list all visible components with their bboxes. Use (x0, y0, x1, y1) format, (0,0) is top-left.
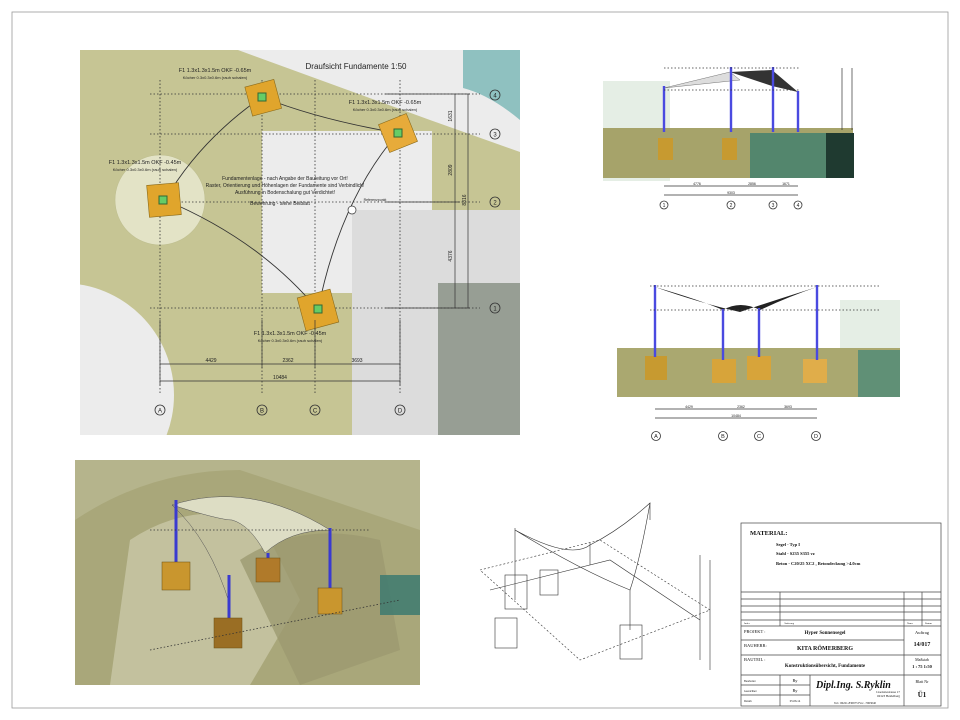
elevation-2: 4429 2362 3693 10484 A B C D (617, 285, 900, 441)
dim-label: 4776 (693, 182, 701, 186)
footing-sublabel: Köcher 0.3x0.3x0.6m (rauh schalen) (113, 167, 178, 172)
axis-label: 3 (493, 133, 497, 139)
projekt-label: PROJEKT : (744, 629, 766, 634)
axis-label: D (398, 409, 403, 415)
bauteil-value: Konstruktionsübersicht, Fundamente (785, 664, 866, 669)
footing (244, 78, 282, 117)
footing-sublabel: Köcher 0.3x0.3x0.6m (rauh schalen) (353, 107, 418, 112)
rev-header: Name (907, 622, 914, 625)
dim-label: 1671 (782, 182, 790, 186)
footing (378, 113, 418, 153)
axis-label: A (158, 409, 162, 415)
axis-label: B (260, 409, 264, 415)
auftrag-label: Auftrag (915, 630, 930, 635)
axis-label: 3 (772, 203, 775, 209)
dim-label: 2856 (748, 182, 756, 186)
bauteil-label: BAUTEIL : (744, 657, 765, 662)
rev-header: Änderung (784, 622, 795, 625)
plan-title: Draufsicht Fundamente 1:50 (306, 62, 407, 71)
wireframe-view (479, 502, 711, 670)
dim-label: 2362 (282, 358, 293, 364)
dim-label: 3693 (351, 358, 362, 364)
bauherr-value: KITA RÖMERBERG (797, 645, 853, 652)
bearbeiter-value: Ry (792, 678, 798, 683)
dim-total: 9303 (727, 191, 735, 195)
plan-note: Raster, Orientierung und Höhenlagen der … (206, 183, 365, 189)
foundation-plan: Draufsicht Fundamente 1:50 F1 1.3x1.3x1.… (80, 50, 520, 435)
dim-total: 10484 (273, 375, 287, 381)
plan-note: Fundamentenlage - nach Angabe der Baulei… (222, 176, 348, 182)
auftrag-value: 14/017 (914, 642, 931, 648)
rev-header: Datum (925, 622, 932, 625)
dim-label: 2809 (448, 164, 454, 175)
footing-label: F1 1.3x1.3x1.5m OKF -0.45m (254, 331, 327, 337)
dim-total: 10484 (731, 414, 741, 418)
perspective-view (75, 460, 420, 685)
material-item: Segel - Typ I (776, 542, 800, 547)
blatt-label: Blatt Nr (916, 679, 930, 684)
blatt-value: Ü1 (918, 691, 927, 699)
datum-value: 05.06.14 (790, 699, 801, 703)
projekt-value: Hyper Sonnensegel (805, 631, 846, 636)
axis-bubbles-x: A B C D (154, 404, 406, 416)
dim-label: 2362 (737, 405, 745, 409)
axis-label: 4 (797, 203, 800, 209)
footing-label: F1 1.3x1.3x1.5m OKF -0.45m (109, 160, 182, 166)
axis-label: 2 (730, 203, 733, 209)
axis-label: 1 (663, 203, 666, 209)
footing (146, 182, 182, 218)
bauherr-label: BAUHERR: (744, 643, 767, 648)
material-heading: MATERIAL: (750, 530, 787, 537)
axis-label: C (757, 434, 761, 440)
dim-label: 4429 (685, 405, 693, 409)
elevation-1: 4776 2856 1671 9303 1 2 3 4 (603, 67, 854, 210)
reference-point-label: Referenzpunkt (364, 198, 387, 202)
axis-bubbles-y: 4 3 2 1 (489, 89, 501, 314)
axis-label: 1 (493, 307, 497, 313)
footing-sublabel: Köcher 0.3x0.3x0.6m (rauh schalen) (258, 338, 323, 343)
massstab-value: 1 : 75 1:50 (912, 664, 933, 669)
axis-label: B (721, 434, 725, 440)
footing (296, 288, 340, 332)
firm-phone: Tel.: 06221-830675 Fax: -7963040 (834, 701, 876, 705)
firm-address: 69123 Heidelberg (877, 694, 900, 698)
axis-label: A (654, 434, 658, 440)
dim-label: 1631 (448, 110, 454, 121)
axis-label: 2 (493, 201, 497, 207)
axis-label: D (814, 434, 818, 440)
rev-header: Index (744, 622, 750, 625)
footing-label: F1 1.3x1.3x1.5m OKF -0.65m (179, 68, 252, 74)
plan-note: Ausführung in Bodenschalung gut Verdicht… (235, 190, 335, 196)
axis-label: 4 (493, 94, 497, 100)
firm-name: Dipl.Ing. S.Ryklin (815, 680, 891, 691)
dim-label: 4429 (205, 358, 216, 364)
dim-label: 8816 (462, 194, 468, 205)
material-item: Beton - C20/25 XC2 , Betondeckung >4.0cm (776, 561, 861, 566)
dim-label: 4376 (448, 250, 454, 261)
datum-label: Datum (744, 700, 752, 703)
bearbeiter-label: Bearbeiter (744, 680, 756, 683)
plan-note: Bewehrung - siehe Beiblatt (250, 201, 310, 207)
material-item: Stahl - S235 S355 vz (776, 551, 815, 556)
title-block: MATERIAL: Segel - Typ I Stahl - S235 S35… (740, 522, 942, 707)
sheet-border (11, 11, 949, 709)
axis-label: C (313, 409, 318, 415)
gezeichnet-value: Ry (792, 688, 798, 693)
gezeichnet-label: Gezeichnet (744, 690, 757, 693)
firm-address: Liselottestrasse 17 (876, 690, 900, 694)
footing-label: F1 1.3x1.3x1.5m OKF -0.65m (349, 100, 422, 106)
dim-label: 3693 (784, 405, 792, 409)
footing-sublabel: Köcher 0.3x0.3x0.6m (rauh schalen) (183, 75, 248, 80)
massstab-label: Maßstab (915, 657, 929, 662)
